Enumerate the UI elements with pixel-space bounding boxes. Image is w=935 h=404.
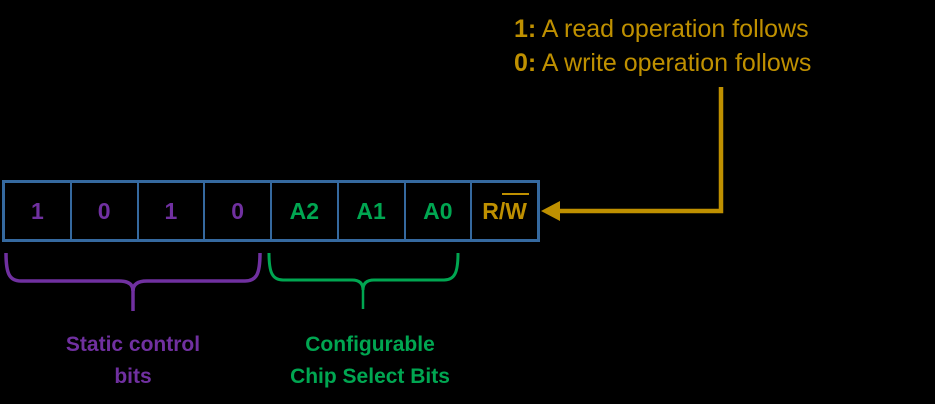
chip-select-brace [267,252,460,291]
legend-write-value: 0: [514,49,537,77]
bit-cell-a2: A2 [270,183,337,239]
legend-read-text: A read operation follows [536,15,809,43]
bit-4-value: 0 [231,197,245,224]
rw-bit-label: R/W [482,192,529,225]
chip-label-line1: Configurable [305,333,435,356]
rw-overline-w: W [502,192,529,224]
bit-cell-7: 1 [5,183,70,239]
bit-cell-5: 1 [136,183,204,239]
static-label-line1: Static control [65,333,201,356]
bit-6-value: 0 [97,197,111,224]
arrowhead-left-icon [541,201,560,221]
legend-read-line: 1: A read operation follows [514,12,811,46]
bit-5-value: 1 [164,197,178,224]
static-control-bits-label: Static control bits [23,329,243,393]
bit-a1-value: A1 [356,197,386,224]
bit-a2-value: A2 [289,197,320,224]
bit-cell-4: 0 [203,183,270,239]
bit-cell-rw: R/W [470,183,537,239]
chip-label-line2: Chip Select Bits [290,365,450,388]
bit-cell-a1: A1 [336,183,404,239]
bit-7-value: 1 [30,197,44,224]
legend-write-line: 0: A write operation follows [514,46,811,80]
legend-write-text: A write operation follows [536,49,812,77]
read-write-legend: 1: A read operation follows 0: A write o… [514,12,811,80]
legend-to-rw-arrow-line [556,87,724,214]
bit-cell-6: 0 [69,183,137,239]
chip-select-bits-label: Configurable Chip Select Bits [260,329,480,393]
static-label-line2: bits [114,365,152,388]
bit-cell-a0: A0 [403,183,471,239]
static-bits-brace [4,252,262,292]
register-byte-box: 1 0 1 0 A2 A1 A0 R/W [2,180,540,242]
legend-read-value: 1: [514,15,537,43]
rw-pre: R/ [482,197,506,224]
bit-a0-value: A0 [423,197,453,224]
